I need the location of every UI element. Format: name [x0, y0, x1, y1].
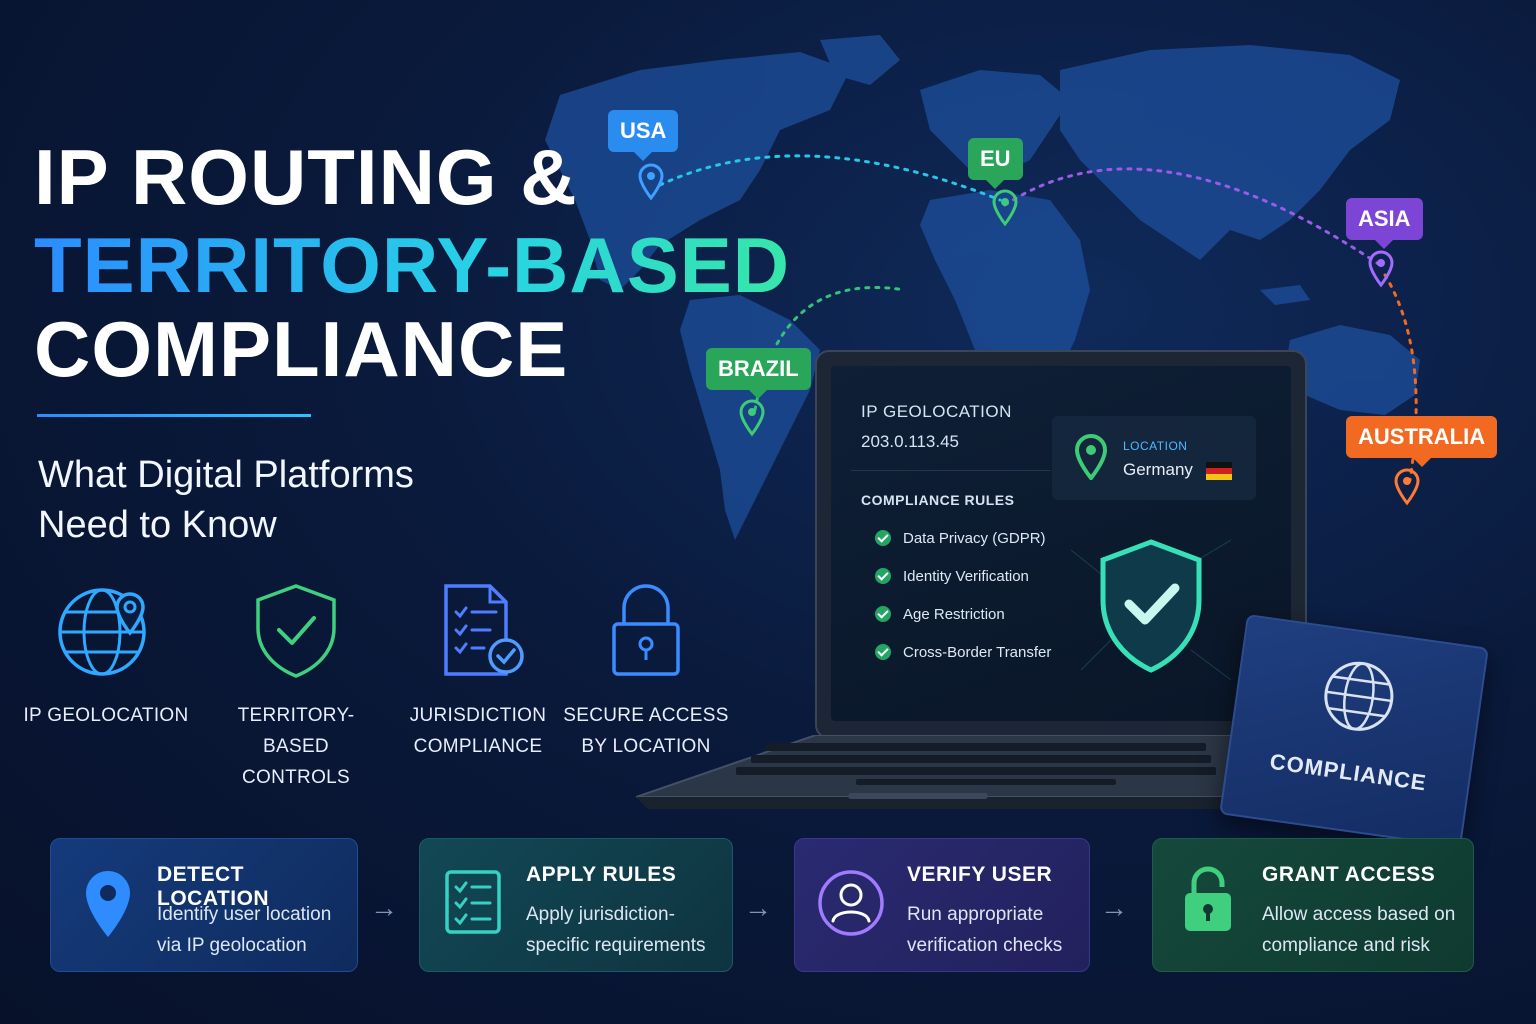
- passport: COMPLIANCE: [1219, 614, 1489, 848]
- feature-label-line-2: BY LOCATION: [581, 736, 711, 757]
- feature-label: JURISDICTION COMPLIANCE: [388, 700, 568, 762]
- rule-item: Age Restriction: [875, 606, 1005, 623]
- rule-item: Cross-Border Transfer: [875, 644, 1051, 661]
- title-line-2: TERRITORY-BASED: [34, 221, 791, 309]
- feature-jurisdiction-compliance: JURISDICTION COMPLIANCE: [388, 580, 568, 762]
- divider: [851, 470, 1051, 471]
- title-divider: [37, 414, 311, 417]
- step-title: APPLY RULES: [526, 863, 677, 886]
- location-pin-icon: [1074, 434, 1108, 480]
- subtitle-line-2: Need to Know: [38, 504, 277, 546]
- checklist-document-icon: [444, 584, 524, 676]
- arrow-right-icon: →: [744, 892, 772, 923]
- arrow-right-icon: →: [370, 892, 398, 923]
- germany-flag-icon: [1206, 462, 1232, 480]
- feature-label: SECURE ACCESS BY LOCATION: [556, 700, 736, 762]
- location-pin-icon: [739, 399, 765, 437]
- location-pin-icon: [992, 189, 1018, 227]
- rule-label: Data Privacy (GDPR): [903, 530, 1046, 547]
- step-description-line-1: Identify user location: [157, 904, 332, 925]
- location-pin-icon: [1394, 468, 1420, 506]
- feature-label-line-1: SECURE ACCESS: [563, 705, 729, 726]
- feature-territory-based-controls: TERRITORY-BASED CONTROLS: [206, 580, 386, 793]
- step-title: DETECT LOCATION: [157, 863, 270, 910]
- feature-label-line-1: JURISDICTION: [409, 705, 547, 726]
- step-description-line-2: verification checks: [907, 935, 1063, 956]
- user-icon: [818, 870, 884, 936]
- padlock-icon: [612, 584, 680, 676]
- check-icon: [875, 568, 891, 585]
- check-icon: [875, 530, 891, 547]
- location-pin-icon: [86, 871, 130, 937]
- location-label: LOCATION: [1123, 439, 1188, 453]
- title-line-1: IP ROUTING &: [34, 133, 578, 221]
- check-icon: [875, 606, 891, 623]
- ip-address-value: 203.0.113.45: [861, 432, 959, 451]
- ip-geolocation-heading: IP GEOLOCATION: [861, 402, 1012, 421]
- pin-label-australia: AUSTRALIA: [1346, 416, 1498, 467]
- feature-label-line-1: TERRITORY-BASED: [237, 705, 355, 757]
- step-description: Allow access based on compliance and ris…: [1262, 899, 1472, 961]
- rule-item: Identity Verification: [875, 568, 1029, 585]
- title-line-3: COMPLIANCE: [34, 305, 569, 393]
- location-pin-icon: [1368, 250, 1394, 288]
- laptop-screen: IP GEOLOCATION 203.0.113.45 COMPLIANCE R…: [815, 350, 1307, 739]
- shield-check-icon: [1071, 539, 1231, 681]
- pin-label-asia: ASIA: [1346, 198, 1423, 249]
- step-description-line-2: compliance and risk: [1262, 935, 1430, 956]
- location-card: LOCATION Germany: [1052, 416, 1256, 500]
- check-icon: [875, 644, 891, 661]
- feature-ip-geolocation: IP GEOLOCATION: [16, 580, 196, 731]
- laptop-keyboard-base: [636, 735, 1253, 809]
- subtitle-line-1: What Digital Platforms: [38, 454, 414, 496]
- step-description-line-1: Apply jurisdiction-: [526, 904, 675, 925]
- arrow-right-icon: →: [1100, 892, 1128, 923]
- feature-label: TERRITORY-BASED CONTROLS: [206, 700, 386, 793]
- step-title: GRANT ACCESS: [1262, 863, 1436, 886]
- step-description-line-2: specific requirements: [526, 935, 706, 956]
- step-detect-location: DETECT LOCATION Identify user location v…: [50, 838, 358, 972]
- step-grant-access: GRANT ACCESS Allow access based on compl…: [1152, 838, 1474, 972]
- compliance-rules-heading: COMPLIANCE RULES: [861, 492, 1015, 508]
- step-apply-rules: APPLY RULES Apply jurisdiction- specific…: [419, 838, 733, 972]
- step-description: Run appropriate verification checks: [907, 899, 1107, 961]
- location-pin-icon: [638, 163, 664, 201]
- rule-label: Identity Verification: [903, 568, 1029, 585]
- step-description-line-1: Allow access based on: [1262, 904, 1456, 925]
- step-verify-user: VERIFY USER Run appropriate verification…: [794, 838, 1090, 972]
- shield-check-icon: [256, 584, 336, 678]
- padlock-icon: [1185, 866, 1231, 931]
- step-title: VERIFY USER: [907, 863, 1053, 886]
- checklist-icon: [445, 870, 501, 934]
- pin-label-usa: USA: [608, 110, 679, 161]
- subtitle: What Digital Platforms Need to Know: [38, 450, 518, 550]
- step-description-line-1: Run appropriate: [907, 904, 1044, 925]
- globe-icon: [1324, 661, 1394, 731]
- rule-label: Cross-Border Transfer: [903, 644, 1052, 661]
- feature-label-line-2: CONTROLS: [242, 767, 350, 788]
- pin-label-brazil: BRAZIL: [706, 348, 811, 399]
- feature-label-line-2: COMPLIANCE: [413, 736, 543, 757]
- step-description: Apply jurisdiction- specific requirement…: [526, 899, 726, 961]
- feature-label: IP GEOLOCATION: [23, 705, 189, 726]
- feature-secure-access: SECURE ACCESS BY LOCATION: [556, 580, 736, 762]
- globe-pin-icon: [58, 588, 146, 676]
- rule-item: Data Privacy (GDPR): [875, 530, 1046, 547]
- step-description-line-2: via IP geolocation: [157, 935, 307, 956]
- location-value: Germany: [1123, 460, 1193, 479]
- pin-label-eu: EU: [968, 138, 1023, 189]
- rule-label: Age Restriction: [903, 606, 1005, 623]
- step-description: Identify user location via IP geolocatio…: [157, 899, 357, 961]
- passport-label: COMPLIANCE: [1268, 748, 1429, 796]
